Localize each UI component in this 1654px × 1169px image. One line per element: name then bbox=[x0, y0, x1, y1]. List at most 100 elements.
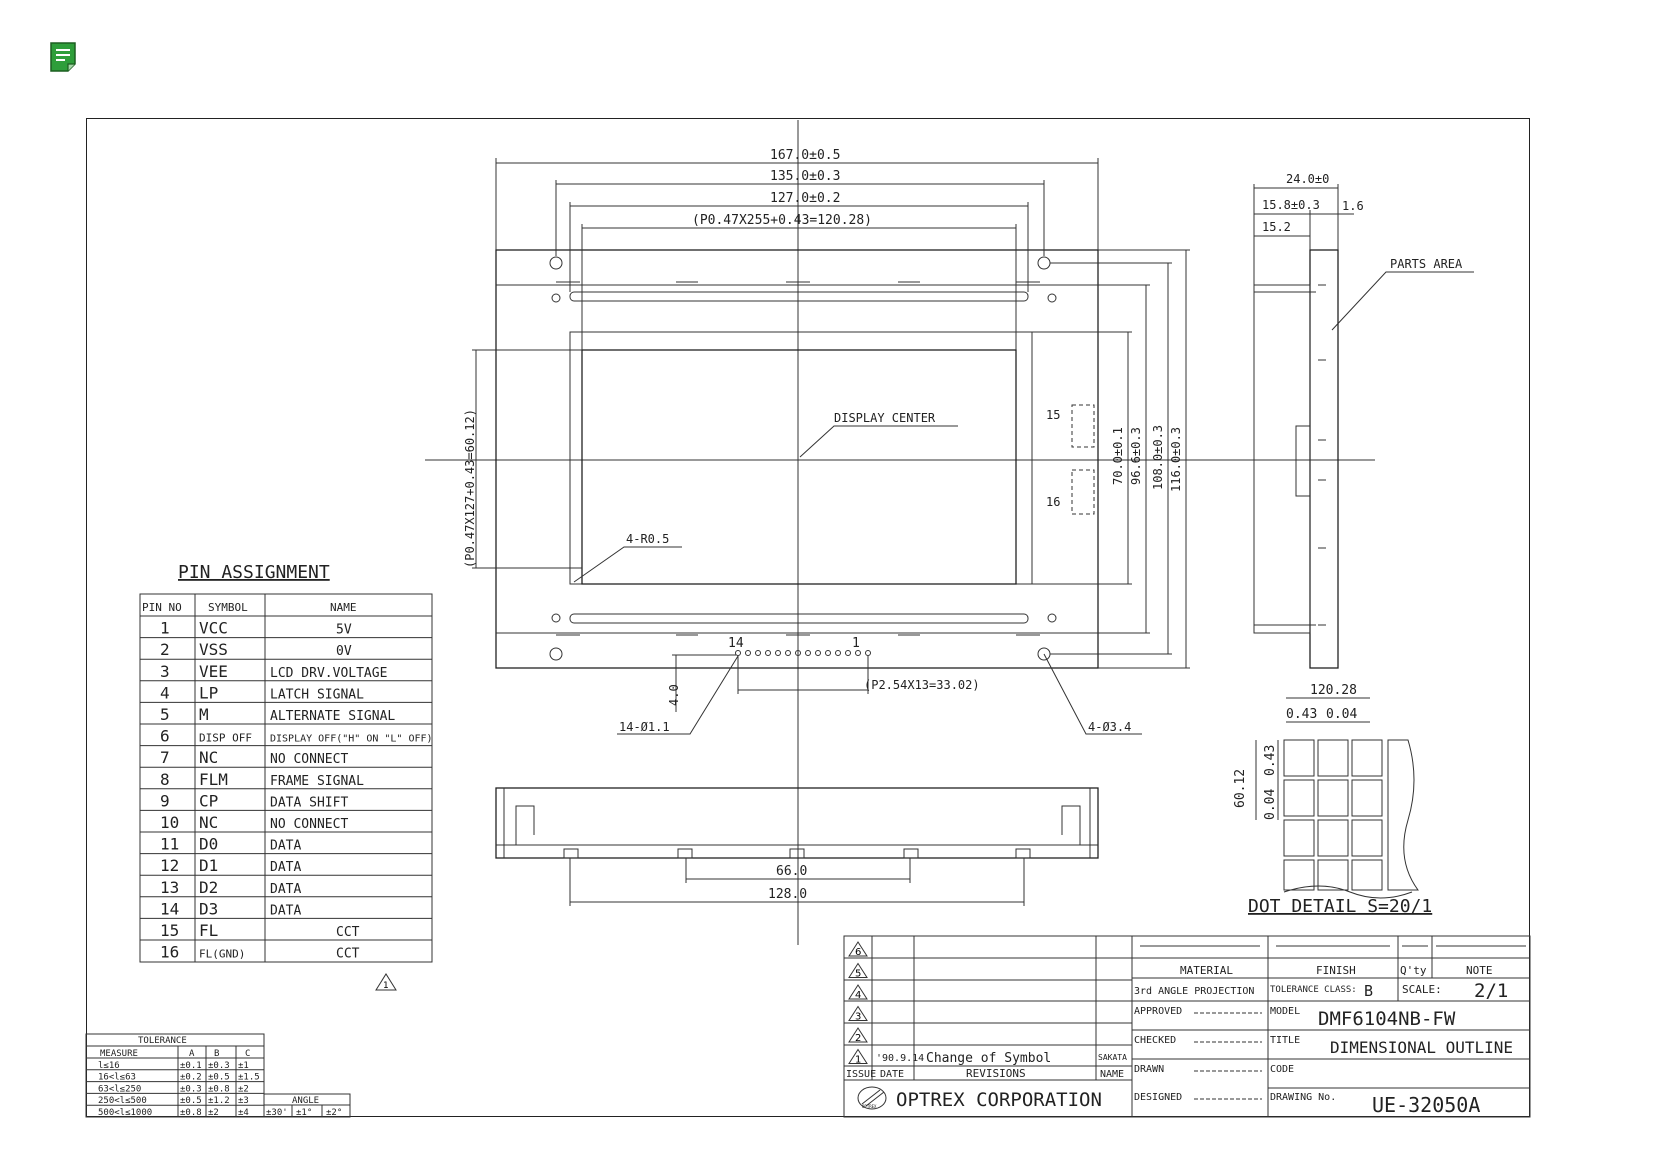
pin-name: LATCH SIGNAL bbox=[270, 687, 364, 702]
title-value: DIMENSIONAL OUTLINE bbox=[1330, 1038, 1513, 1057]
drawing-no-label: DRAWING No. bbox=[1270, 1092, 1336, 1103]
tolerance-cell: ±0.8 bbox=[180, 1108, 202, 1118]
pin-name: 5V bbox=[336, 623, 352, 638]
title-block bbox=[843, 935, 1531, 1118]
pin-table-rev-mark: 1 bbox=[383, 981, 389, 991]
tolerance-cell: ±2 bbox=[238, 1084, 249, 1094]
pin-number: 5 bbox=[160, 705, 170, 724]
tolerance-cell: ±0.3 bbox=[180, 1084, 202, 1094]
dot-dim-120-28: 120.28 bbox=[1310, 683, 1357, 698]
pin-name: DATA bbox=[270, 839, 301, 854]
pin-symbol: DISP OFF bbox=[199, 732, 252, 745]
side-dim-15-2: 15.2 bbox=[1262, 220, 1291, 234]
dot-dim-0-04-v: 0.04 bbox=[1263, 789, 1278, 820]
revision-triangle-icon bbox=[848, 962, 868, 978]
tolerance-cell: 250<l≤500 bbox=[98, 1096, 147, 1106]
pin-symbol: D2 bbox=[199, 878, 218, 897]
dim-128: 128.0 bbox=[768, 887, 807, 902]
pin-14-label: 14 bbox=[728, 636, 744, 651]
dim-167: 167.0±0.5 bbox=[770, 148, 840, 163]
material-label: MATERIAL bbox=[1180, 964, 1233, 977]
optrex-logo-icon: OPTREX bbox=[857, 1086, 887, 1110]
small-hole-label: 14-Ø1.1 bbox=[619, 720, 670, 734]
pin-number: 11 bbox=[160, 835, 179, 854]
pin-name: CCT bbox=[336, 947, 360, 962]
pin-symbol: VSS bbox=[199, 640, 228, 659]
dim-116: 116.0±0.3 bbox=[1169, 427, 1183, 492]
pin-symbol: M bbox=[199, 705, 209, 724]
dot-dim-0-43-v: 0.43 bbox=[1263, 745, 1278, 776]
tolerance-header: MEASURE bbox=[100, 1049, 138, 1059]
angle-title: ANGLE bbox=[292, 1096, 319, 1106]
pin-symbol: D0 bbox=[199, 835, 218, 854]
angle-value-1: ±30' bbox=[266, 1108, 288, 1118]
green-note-icon bbox=[50, 42, 76, 72]
pin-number: 2 bbox=[160, 640, 170, 659]
designed-label: DESIGNED bbox=[1134, 1092, 1182, 1103]
scale-label: SCALE: bbox=[1402, 983, 1442, 996]
pin-15-label: 15 bbox=[1046, 408, 1060, 422]
tolerance-title: TOLERANCE bbox=[138, 1036, 187, 1046]
side-dim-15-8: 15.8±0.3 bbox=[1262, 198, 1320, 212]
rev1-name: SAKATA bbox=[1098, 1053, 1127, 1062]
pin-assignment-table bbox=[139, 593, 433, 963]
dot-dim-0-04-h: 0.04 bbox=[1326, 707, 1357, 722]
pin-name: CCT bbox=[336, 925, 360, 940]
company-name: OPTREX CORPORATION bbox=[896, 1089, 1102, 1111]
pin-number: 9 bbox=[160, 791, 170, 810]
front-view-outline bbox=[495, 787, 1099, 859]
pin-number: 13 bbox=[160, 878, 179, 897]
tolerance-cell: ±0.5 bbox=[180, 1096, 202, 1106]
tolerance-cell: 500<l≤1000 bbox=[98, 1108, 152, 1118]
tolerance-cell: ±1.2 bbox=[208, 1096, 230, 1106]
tolerance-header: C bbox=[245, 1049, 250, 1059]
dot-detail-grid bbox=[1283, 739, 1419, 899]
revision-mark: 5 bbox=[855, 969, 861, 980]
tolerance-cell: l≤16 bbox=[98, 1061, 120, 1071]
drawing-no-value: UE-32050A bbox=[1372, 1093, 1480, 1117]
title-label: TITLE bbox=[1270, 1035, 1300, 1046]
model-value: DMF6104NB-FW bbox=[1318, 1008, 1456, 1030]
col-issue: ISSUE bbox=[846, 1069, 876, 1080]
pin-name: FRAME SIGNAL bbox=[270, 774, 364, 789]
drawing-sheet-border bbox=[86, 118, 1530, 1117]
model-label: MODEL bbox=[1270, 1006, 1300, 1017]
revision-triangle-icon bbox=[848, 1048, 868, 1064]
tolerance-header: B bbox=[214, 1049, 219, 1059]
pin-name: DATA bbox=[270, 882, 301, 897]
revision-mark: 3 bbox=[855, 1012, 861, 1023]
display-center-label: DISPLAY CENTER bbox=[834, 411, 936, 425]
dim-4-0: 4.0 bbox=[667, 684, 681, 706]
revision-triangle-icon bbox=[848, 941, 868, 957]
revision-mark: 6 bbox=[855, 947, 861, 958]
pin-symbol: D1 bbox=[199, 856, 218, 875]
pin-symbol: D3 bbox=[199, 899, 218, 918]
parts-area-label: PARTS AREA bbox=[1390, 257, 1463, 271]
top-view-outline bbox=[495, 249, 1099, 669]
radius-label: 4-R0.5 bbox=[626, 532, 669, 546]
revision-mark: 1 bbox=[855, 1055, 861, 1066]
tolerance-class-label: TOLERANCE CLASS: bbox=[1270, 985, 1357, 995]
pin-number: 7 bbox=[160, 748, 170, 767]
top-dimensions bbox=[495, 158, 1099, 350]
pin-number: 8 bbox=[160, 770, 170, 789]
pin-number: 14 bbox=[160, 899, 179, 918]
pin-number: 6 bbox=[160, 727, 170, 746]
pin-header-no: PIN NO bbox=[142, 601, 182, 614]
note-label: NOTE bbox=[1466, 964, 1493, 977]
tolerance-cell: ±1.5 bbox=[238, 1073, 260, 1083]
qty-label: Q'ty bbox=[1400, 964, 1427, 977]
pin-number: 15 bbox=[160, 921, 179, 940]
dot-detail-title: DOT DETAIL S=20/1 bbox=[1248, 896, 1432, 917]
col-date: DATE bbox=[880, 1069, 904, 1080]
tolerance-cell: ±0.5 bbox=[208, 1073, 230, 1083]
revision-mark: 2 bbox=[855, 1033, 861, 1044]
pin-number: 4 bbox=[160, 683, 170, 702]
col-revisions: REVISIONS bbox=[966, 1067, 1026, 1080]
pin-header-name: NAME bbox=[330, 601, 357, 614]
dim-66: 66.0 bbox=[776, 864, 807, 879]
revision-triangle-icon bbox=[848, 984, 868, 1000]
pin-name: 0V bbox=[336, 644, 352, 659]
pin-symbol: LP bbox=[199, 683, 218, 702]
finish-label: FINISH bbox=[1316, 964, 1356, 977]
